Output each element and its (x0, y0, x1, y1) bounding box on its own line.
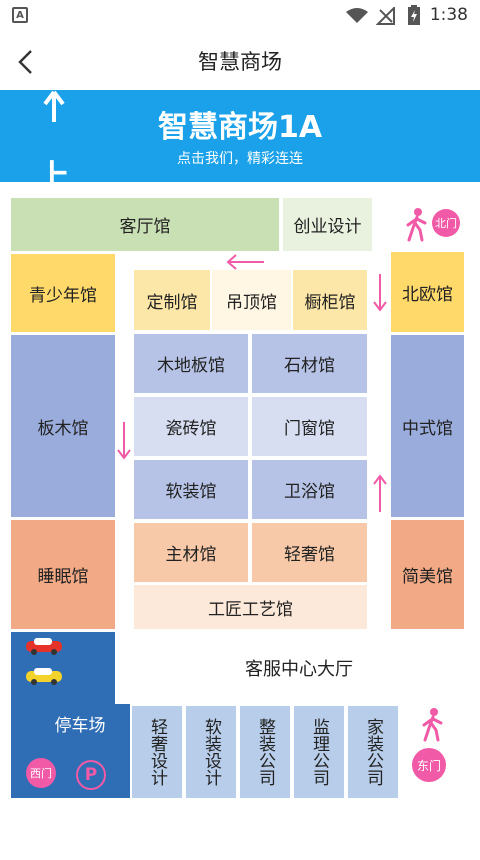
hall-bamu[interactable]: 板木馆 (11, 335, 115, 517)
status-bar: A 1:38 (0, 0, 480, 32)
hall-chugui[interactable]: 橱柜馆 (293, 270, 367, 330)
shop-label: 轻奢设计 (147, 718, 167, 786)
east-gate-badge[interactable]: 东门 (412, 748, 446, 782)
north-gate-badge[interactable]: 北门 (432, 209, 460, 237)
banner-title: 智慧商场1A (157, 110, 323, 145)
hall-qingshe[interactable]: 轻奢馆 (252, 523, 367, 582)
hall-mudiban[interactable]: 木地板馆 (134, 334, 248, 393)
hall-jianmei[interactable]: 简美馆 (391, 520, 464, 629)
hall-kefu[interactable]: 客服中心大厅 (134, 632, 464, 704)
hall-zhucai[interactable]: 主材馆 (134, 523, 248, 582)
banner[interactable]: 上 智慧商场1A 点击我们，精彩连连 (0, 90, 480, 182)
hall-menchuang[interactable]: 门窗馆 (252, 397, 367, 456)
shop-ruanzhuang-design[interactable]: 软装设计 (186, 706, 236, 798)
shop-label: 软装设计 (201, 718, 221, 786)
hall-cizhuan[interactable]: 瓷砖馆 (134, 397, 248, 456)
mall-map: 客厅馆 创业设计 北门 青少年馆 板木馆 睡眠馆 定制馆 吊顶馆 橱柜馆 木地板… (0, 182, 480, 822)
hall-shuimian[interactable]: 睡眠馆 (11, 520, 115, 629)
hall-keting[interactable]: 客厅馆 (11, 198, 279, 251)
parking-label: 停车场 (54, 715, 106, 736)
back-arrow-icon[interactable] (14, 48, 38, 76)
page-title: 智慧商场 (198, 50, 282, 74)
down-arrow-icon (373, 274, 387, 312)
shop-jianli-company[interactable]: 监理公司 (294, 706, 344, 798)
hall-shicai[interactable]: 石材馆 (252, 334, 367, 393)
walking-person-icon (422, 708, 443, 742)
shop-label: 家装公司 (363, 718, 383, 786)
shop-jiazhuang-company[interactable]: 家装公司 (348, 706, 398, 798)
west-gate-badge[interactable]: 西门 (26, 758, 56, 788)
hall-weiyu[interactable]: 卫浴馆 (252, 460, 367, 519)
left-arrow-icon (226, 254, 264, 270)
hall-beiou[interactable]: 北欧馆 (391, 252, 464, 332)
walking-person-icon (406, 208, 427, 242)
down-arrow-icon (117, 422, 131, 460)
hall-diaoding[interactable]: 吊顶馆 (212, 270, 291, 330)
signal-icon (376, 7, 395, 25)
hall-qingshaonian[interactable]: 青少年馆 (11, 254, 115, 332)
red-car-icon (26, 638, 62, 655)
shop-qingshe-design[interactable]: 轻奢设计 (132, 706, 182, 798)
shop-label: 整装公司 (255, 718, 275, 786)
up-arrow-icon (43, 90, 65, 122)
parking-sign-icon: P (76, 760, 106, 790)
carrier-icon: A (12, 7, 28, 23)
hall-chuangye[interactable]: 创业设计 (283, 198, 372, 251)
up-arrow-icon (373, 474, 387, 512)
hall-dingzhi[interactable]: 定制馆 (134, 270, 210, 330)
shop-zhengzhuang-company[interactable]: 整装公司 (240, 706, 290, 798)
battery-icon (408, 5, 420, 25)
hall-ruanzhuang[interactable]: 软装馆 (134, 460, 248, 519)
app-bar: 智慧商场 (0, 32, 480, 90)
banner-subtitle: 点击我们，精彩连连 (177, 151, 303, 167)
hall-zhongshi[interactable]: 中式馆 (391, 335, 464, 517)
yellow-car-icon (26, 668, 62, 685)
hall-gongjiang[interactable]: 工匠工艺馆 (134, 585, 367, 629)
status-time: 1:38 (429, 5, 468, 25)
wifi-icon (346, 8, 368, 23)
shop-label: 监理公司 (309, 718, 329, 786)
up-label: 上 (36, 158, 70, 182)
